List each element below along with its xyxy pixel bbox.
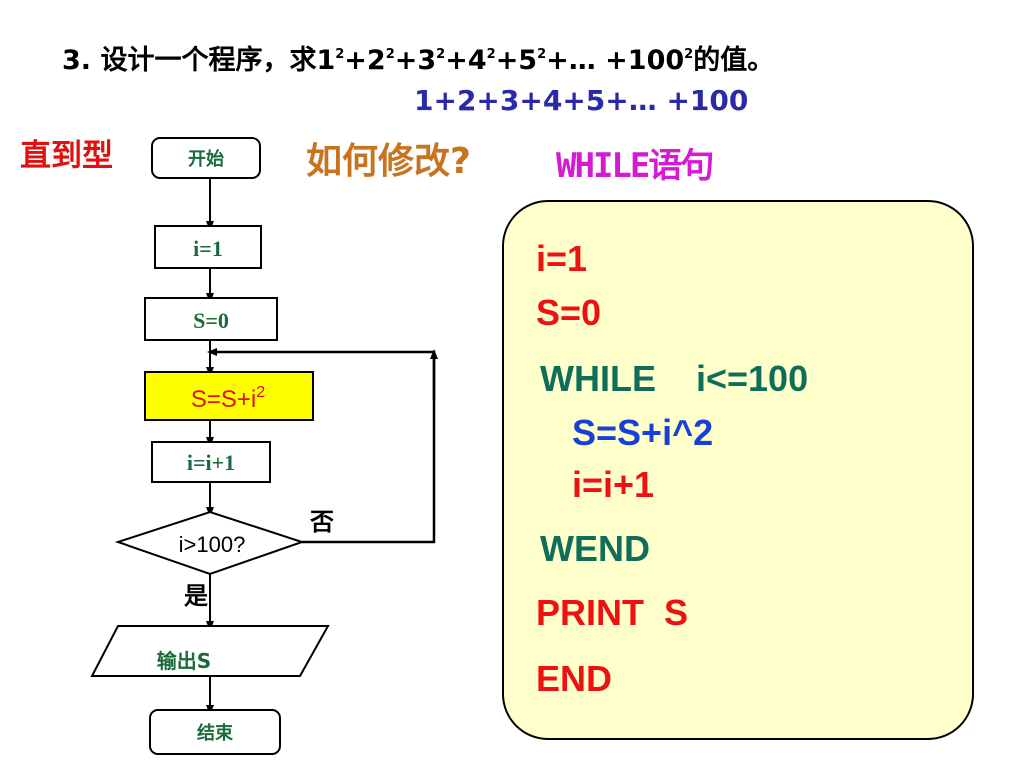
end-terminal: [149, 709, 281, 755]
accumulate-box: [144, 371, 314, 421]
loop-type-label: 直到型: [20, 138, 113, 174]
init-s-text: S=0: [193, 308, 229, 333]
yes-label: 是: [184, 582, 208, 610]
start-text: 开始: [188, 148, 224, 170]
init-i-text: i=1: [193, 236, 223, 261]
end-text: 结束: [197, 722, 234, 744]
while-condition: i<=100: [695, 358, 809, 399]
how-to-modify-label: 如何修改?: [306, 141, 471, 182]
problem-title: 3. 设计一个程序，求12+22+32+42+52+… +1002的值。: [62, 45, 775, 76]
code-line-while: WHILE i<=100: [540, 358, 808, 400]
while-keyword: WHILE: [540, 358, 656, 399]
title-sup: 2: [335, 47, 345, 62]
code-line-print: PRINT S: [536, 592, 689, 633]
code-line-init-i: i=1: [536, 238, 588, 279]
code-line-end: END: [536, 658, 613, 699]
while-statement-label: WHILE语句: [556, 146, 714, 186]
start-terminal: [151, 137, 261, 179]
condition-text: i>100?: [179, 532, 246, 557]
accumulate-text: S=S+i2: [191, 384, 265, 413]
code-panel: i=1 S=0 WHILE i<=100 S=S+i^2 i=i+1 WEND P…: [502, 200, 974, 740]
loop-back-line: [207, 348, 436, 544]
code-line-wend: WEND: [540, 528, 650, 569]
no-label: 否: [309, 508, 334, 536]
init-i-box: [154, 225, 262, 269]
output-parallelogram: [90, 625, 330, 677]
code-line-init-s: S=0: [536, 292, 602, 333]
increment-text: i=i+1: [187, 450, 235, 475]
output-text: 输出S: [157, 649, 211, 673]
sum-expression: 1+2+3+4+5+… +100: [414, 84, 749, 117]
code-line-increment: i=i+1: [572, 464, 655, 505]
init-s-box: [144, 297, 278, 341]
code-line-accumulate: S=S+i^2: [572, 412, 714, 453]
